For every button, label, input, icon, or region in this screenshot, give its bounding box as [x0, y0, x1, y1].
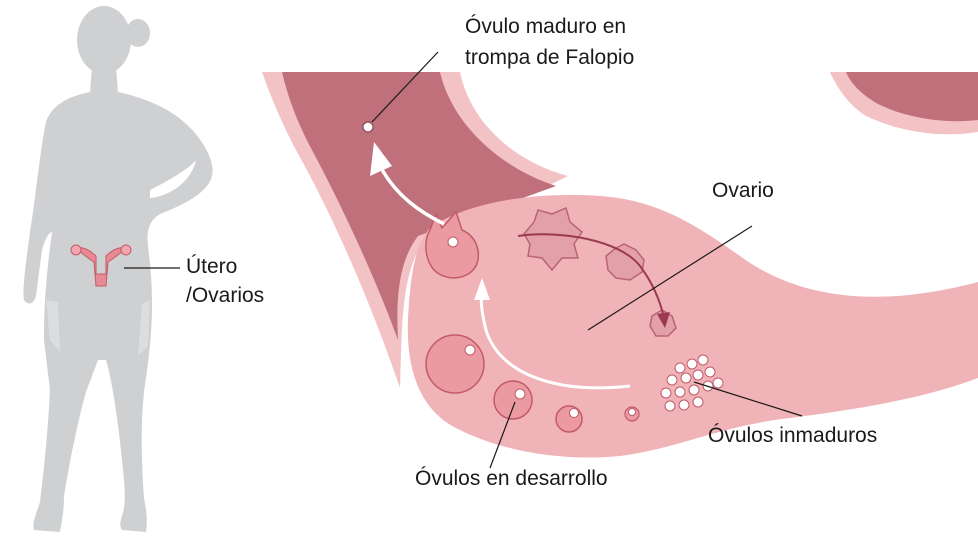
- label-uterus-line1: Útero: [186, 254, 237, 279]
- label-mature-egg-line1: Óvulo maduro en: [465, 14, 626, 39]
- woman-silhouette: [23, 6, 212, 532]
- developing-egg-3: [625, 407, 639, 421]
- mature-egg: [363, 122, 373, 132]
- label-ovary: Ovario: [712, 178, 774, 203]
- label-immature-eggs: Óvulos inmaduros: [708, 423, 877, 448]
- ovary: [408, 195, 978, 458]
- tube-fragment-top-right: [830, 72, 978, 134]
- label-mature-egg-line2: trompa de Falopio: [465, 45, 634, 70]
- developing-egg-1: [494, 381, 532, 419]
- label-uterus-line2: /Ovarios: [186, 283, 264, 308]
- developing-egg-2: [556, 406, 582, 432]
- follicle-large: [426, 335, 484, 393]
- label-developing-eggs: Óvulos en desarrollo: [415, 466, 608, 491]
